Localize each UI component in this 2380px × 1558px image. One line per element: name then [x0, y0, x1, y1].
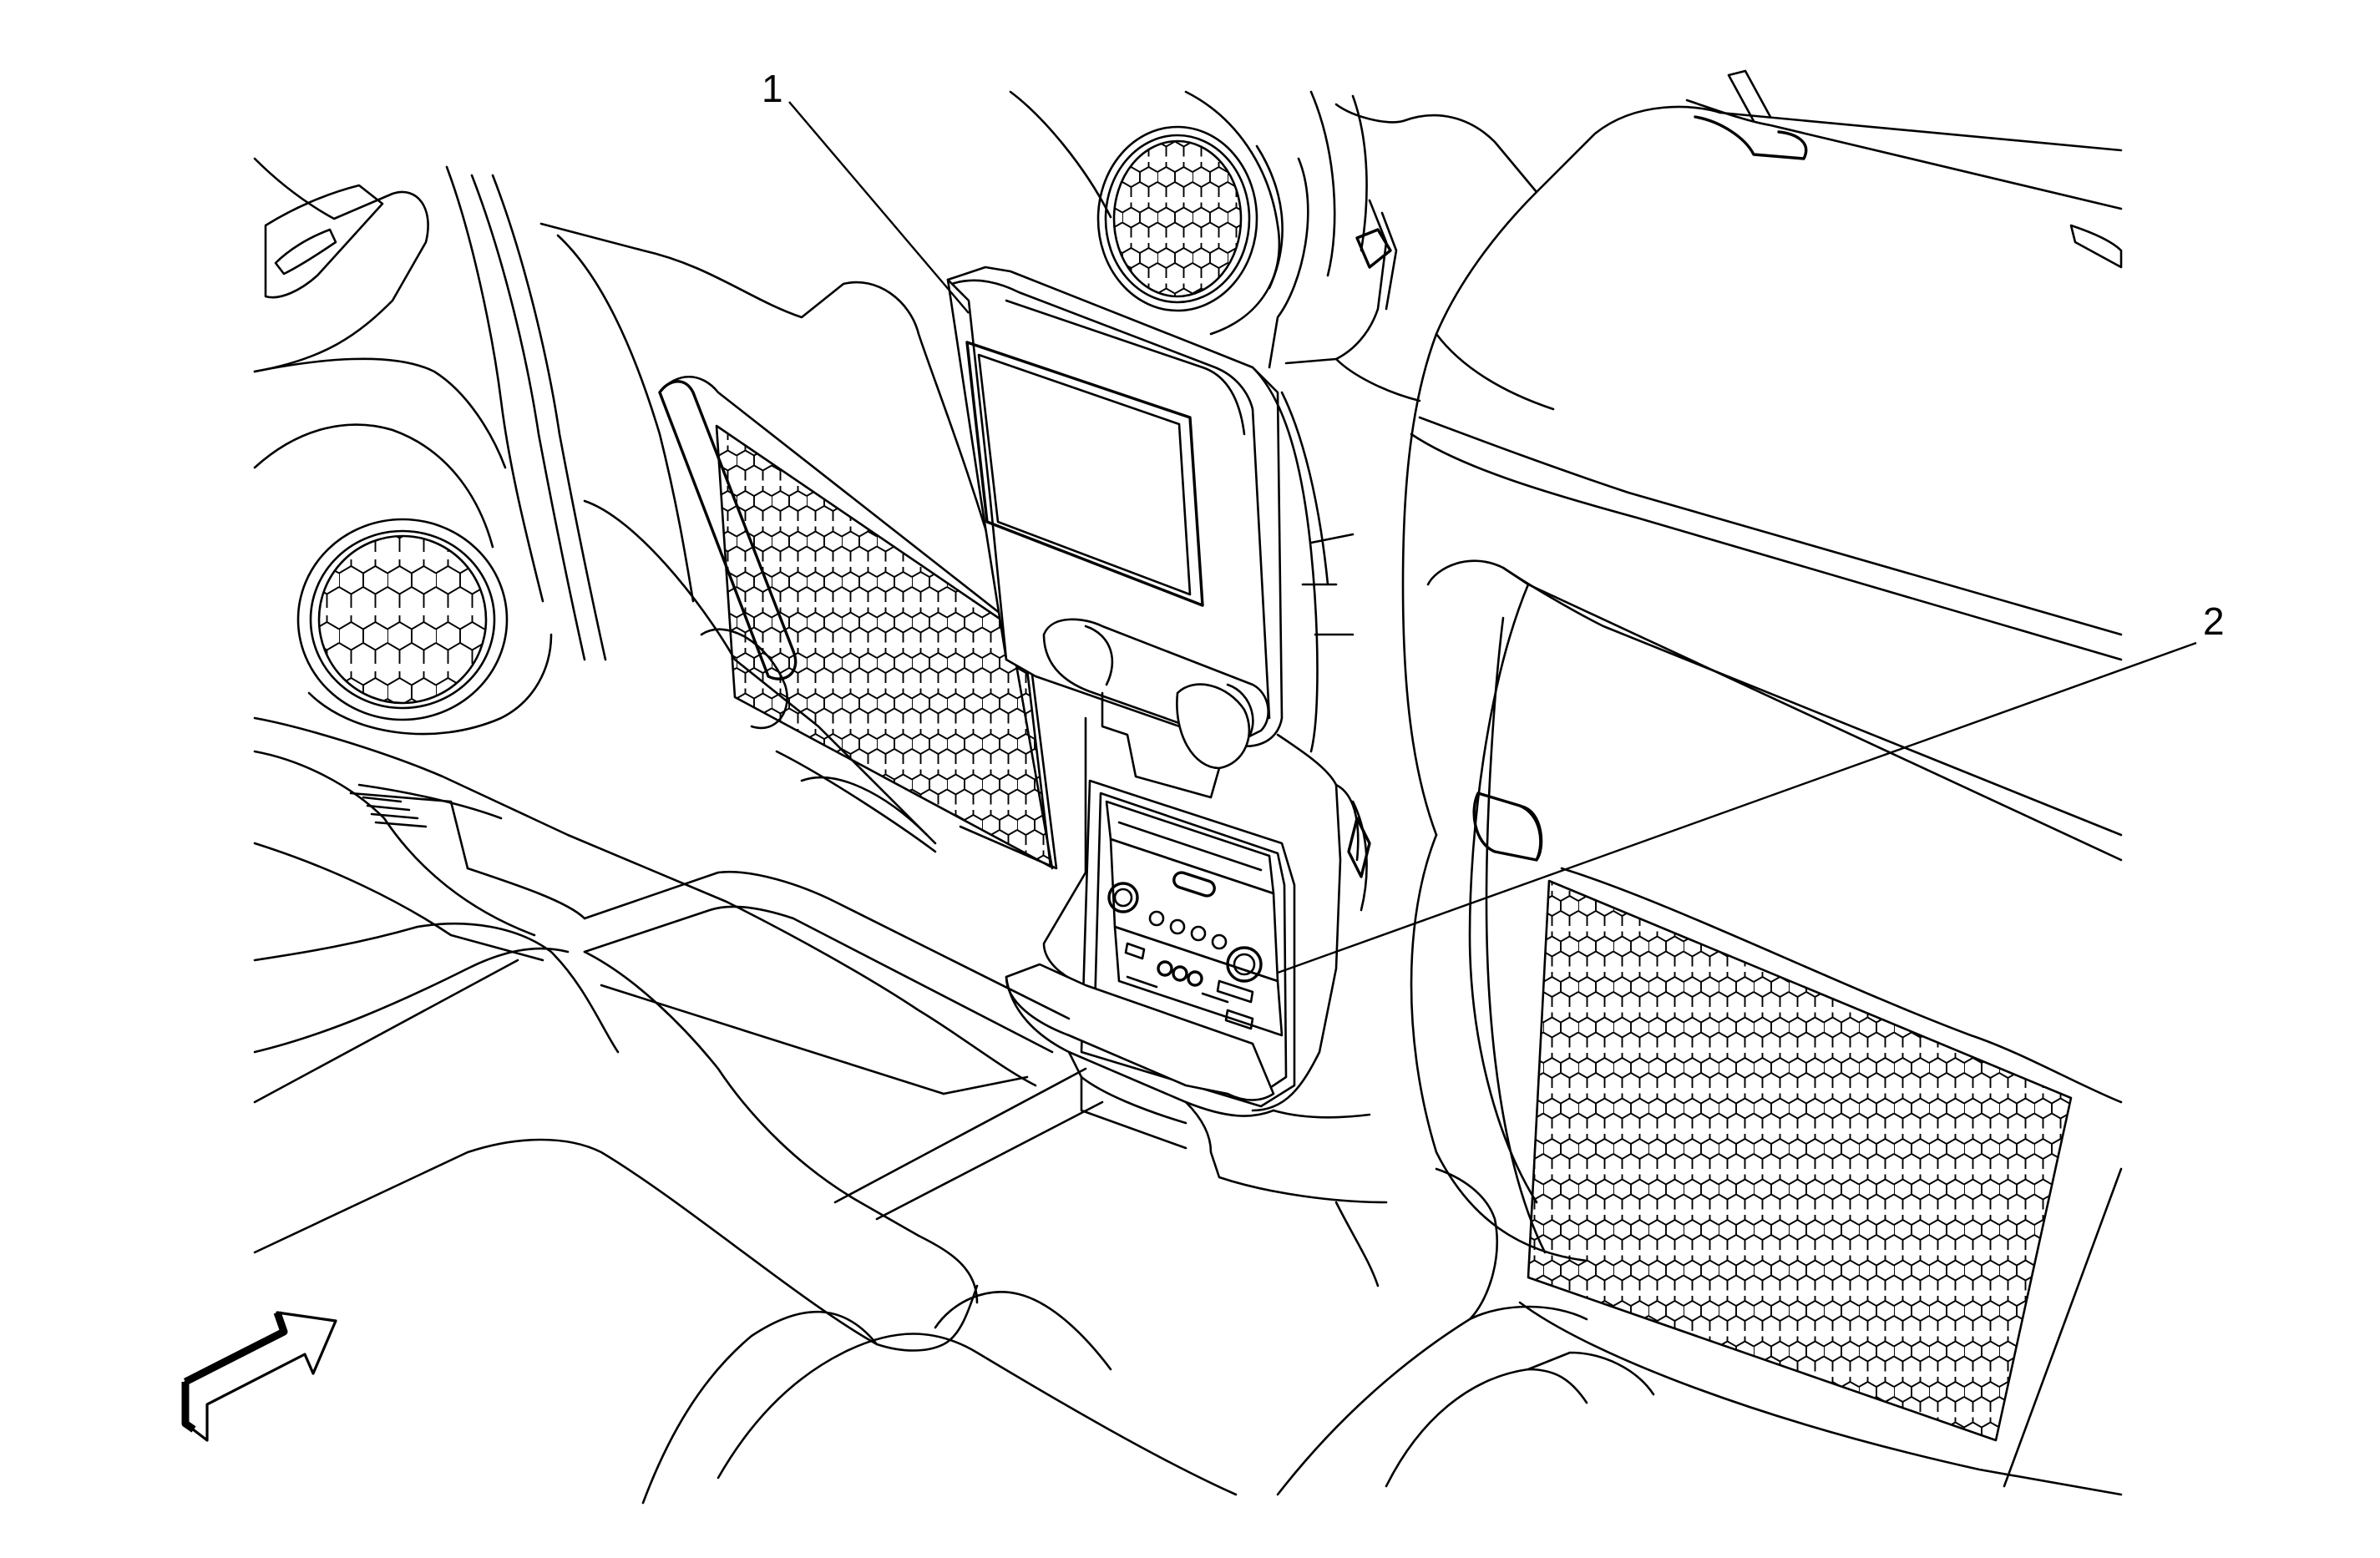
- headphone-jack-icon: [1157, 960, 1173, 977]
- speaker-grille-icon: [319, 536, 486, 703]
- left-door-panel: [253, 157, 607, 661]
- speaker-grille-icon: [1114, 141, 1241, 296]
- callout-2-label: 2: [2203, 599, 2225, 643]
- tune-knob-icon: [1226, 946, 1263, 983]
- eject-button-icon: [1172, 871, 1216, 898]
- rear-overhead-display-assembly: [946, 266, 1355, 753]
- callout-2-group: 2: [1277, 599, 2225, 974]
- rear-seat-cushion: [253, 716, 1655, 1505]
- rear-seat-audio-controls: [1105, 800, 1284, 1037]
- rear-seat-entertainment-display: [965, 341, 1204, 607]
- view-direction-arrow-icon: [181, 1311, 337, 1442]
- right-seatback: [1401, 69, 2123, 1496]
- callout-1-leader: [788, 101, 970, 314]
- callout-1-group: 1: [762, 67, 970, 314]
- left-door-speaker: [296, 518, 553, 736]
- display-hinge: [1042, 618, 1269, 799]
- callout-1-label: 1: [762, 67, 783, 110]
- front-dash-left: [1009, 90, 1368, 369]
- rear-console-base: [1005, 963, 1388, 1204]
- center-front-console: [1284, 103, 1538, 402]
- callout-2-leader: [1277, 641, 2197, 974]
- mesh-pocket-icon: [1528, 881, 2071, 1440]
- volume-knob-icon: [1107, 882, 1139, 913]
